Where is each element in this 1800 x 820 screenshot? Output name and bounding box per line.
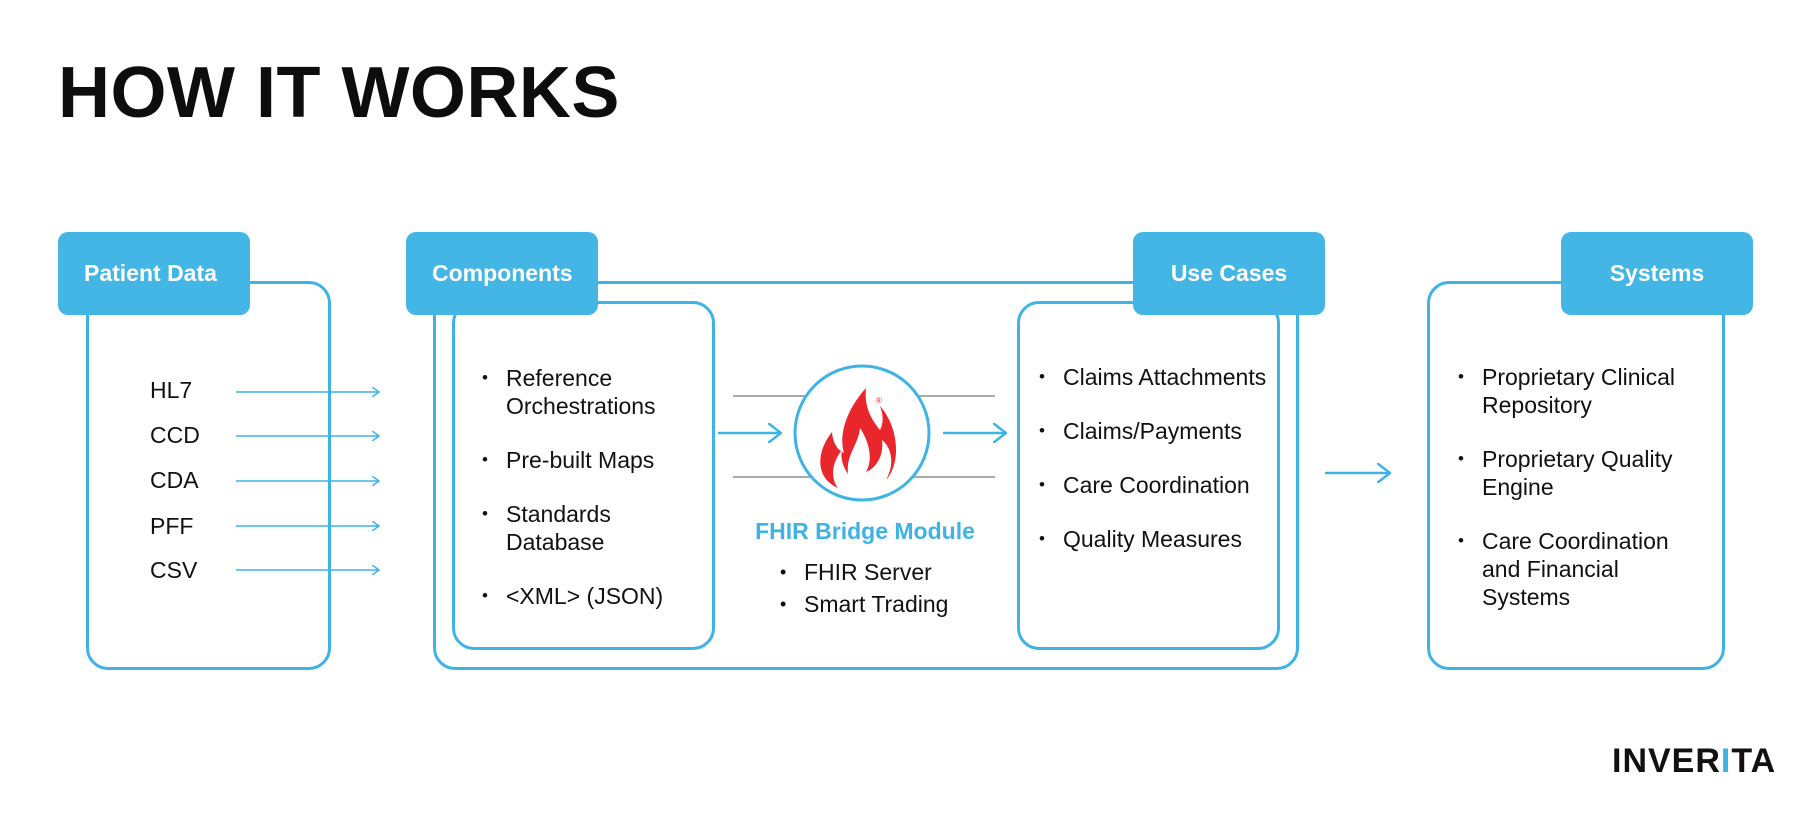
components-header: Components: [406, 232, 598, 315]
fire-icon: [820, 388, 897, 488]
components-item: <XML> (JSON): [482, 582, 712, 610]
patient-data-item: CSV: [150, 557, 198, 583]
logo-text-main: INVER: [1612, 742, 1721, 780]
components-item: Pre-built Maps: [482, 446, 712, 474]
systems-item: Proprietary Quality Engine: [1458, 445, 1688, 501]
systems-item: Care Coordination and Financial Systems: [1458, 527, 1688, 611]
use-cases-item: Claims Attachments: [1039, 363, 1274, 391]
fhir-bridge-container: [433, 281, 1299, 670]
components-list: Reference Orchestrations Pre-built Maps …: [482, 364, 712, 636]
logo-text-accent: I: [1720, 742, 1732, 780]
use-cases-header: Use Cases: [1133, 232, 1325, 315]
logo-text-end: TA: [1731, 742, 1777, 780]
use-cases-list: Claims Attachments Claims/Payments Care …: [1039, 363, 1274, 579]
patient-data-item: HL7: [150, 377, 193, 403]
patient-data-item: CDA: [150, 467, 199, 493]
patient-data-arrows: [236, 392, 379, 570]
module-title: FHIR Bridge Module: [755, 518, 975, 544]
systems-header: Systems: [1561, 232, 1753, 315]
patient-data-header: Patient Data: [58, 232, 250, 315]
systems-list: Proprietary Clinical Repository Propriet…: [1458, 363, 1688, 637]
components-item: Standards Database: [482, 500, 712, 556]
patient-data-item: PFF: [150, 513, 194, 539]
inverita-logo: INVERITA: [1612, 742, 1776, 781]
use-cases-item: Claims/Payments: [1039, 417, 1274, 445]
page-title: HOW IT WORKS: [58, 53, 620, 133]
components-item: Reference Orchestrations: [482, 364, 712, 420]
use-cases-item: Care Coordination: [1039, 471, 1274, 499]
module-circle: [793, 364, 931, 502]
patient-data-item: CCD: [150, 422, 200, 448]
registered-mark: ®: [876, 396, 882, 405]
module-item: FHIR Server: [780, 556, 948, 588]
module-item: Smart Trading: [780, 588, 948, 620]
module-list: FHIR Server Smart Trading: [780, 556, 948, 620]
systems-item: Proprietary Clinical Repository: [1458, 363, 1688, 419]
use-cases-item: Quality Measures: [1039, 525, 1274, 553]
